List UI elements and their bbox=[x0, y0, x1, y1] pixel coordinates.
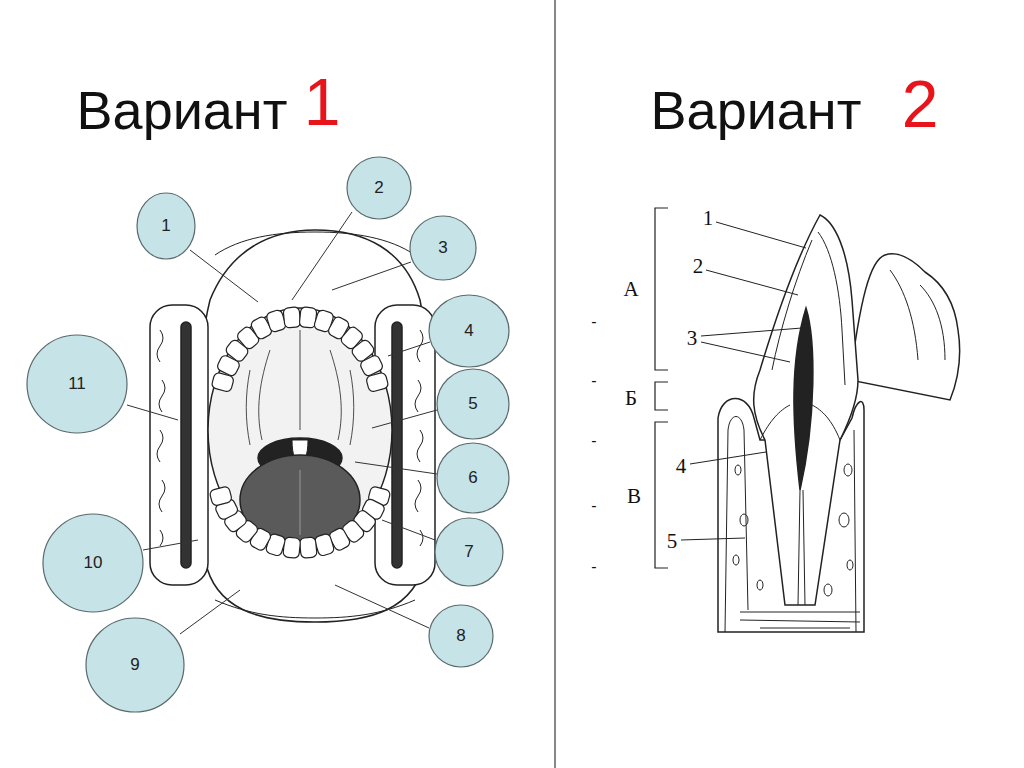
tooth bbox=[209, 486, 232, 507]
tooth bbox=[366, 372, 389, 393]
section-letter: А bbox=[623, 279, 638, 300]
circle-shape bbox=[86, 618, 184, 712]
callout-circle: 1 bbox=[136, 192, 196, 260]
tooth-leader-lines bbox=[681, 222, 806, 540]
callout-number: 4 bbox=[464, 321, 473, 341]
callout-number: 3 bbox=[438, 238, 447, 258]
callout-number: 10 bbox=[84, 553, 103, 573]
part-number: 3 bbox=[687, 328, 698, 349]
section-letter: В bbox=[627, 486, 641, 507]
callout-circle: 3 bbox=[409, 215, 477, 281]
circle-shape bbox=[27, 335, 127, 433]
divider-line bbox=[555, 0, 556, 768]
section-letter: Б bbox=[625, 388, 637, 409]
callout-number: 7 bbox=[464, 542, 473, 562]
tick-mark: - bbox=[591, 559, 596, 575]
variant-heading: Вариант bbox=[651, 83, 862, 137]
callout-number: 6 bbox=[468, 468, 477, 488]
teeth bbox=[209, 307, 391, 559]
callout-number: 5 bbox=[468, 394, 477, 414]
tooth bbox=[283, 307, 301, 329]
variant-heading: Вариант bbox=[77, 83, 288, 137]
callout-circle: 6 bbox=[436, 442, 510, 514]
tooth bbox=[299, 537, 317, 559]
callout-circle: 9 bbox=[85, 617, 185, 713]
mouth-illustration bbox=[150, 230, 435, 622]
circle-shape bbox=[410, 216, 476, 280]
circle-shape bbox=[347, 157, 411, 219]
callout-number: 2 bbox=[374, 178, 383, 198]
tick-mark: - bbox=[591, 314, 596, 330]
callout-number: 11 bbox=[68, 374, 86, 394]
part-number: 1 bbox=[703, 208, 714, 229]
circle-shape bbox=[437, 369, 509, 439]
part-number: 4 bbox=[676, 456, 687, 477]
tick-mark: - bbox=[591, 498, 596, 514]
tick-mark: - bbox=[591, 433, 596, 449]
callout-circle: 10 bbox=[42, 513, 144, 613]
circle-shape bbox=[429, 605, 493, 667]
circle-shape bbox=[437, 443, 509, 513]
callout-circle: 5 bbox=[436, 368, 510, 440]
circle-shape bbox=[435, 518, 503, 586]
callout-circle: 4 bbox=[428, 294, 510, 368]
tick-mark: - bbox=[591, 373, 596, 389]
brackets bbox=[655, 208, 668, 568]
leader-lines bbox=[127, 212, 437, 634]
callout-circle: 7 bbox=[434, 517, 504, 587]
callout-circle: 11 bbox=[26, 334, 128, 434]
callout-circle: 2 bbox=[346, 156, 412, 220]
callout-number: 9 bbox=[130, 655, 139, 675]
part-number: 2 bbox=[693, 256, 704, 277]
circle-shape bbox=[43, 514, 143, 612]
tooth-section bbox=[718, 215, 960, 632]
callout-circle: 8 bbox=[428, 604, 494, 668]
callout-number: 1 bbox=[161, 216, 170, 236]
variant-number: 2 bbox=[902, 71, 939, 137]
variant-number: 1 bbox=[304, 69, 341, 135]
circle-shape bbox=[137, 193, 195, 259]
callout-number: 8 bbox=[456, 626, 465, 646]
part-number: 5 bbox=[667, 531, 678, 552]
circle-shape bbox=[429, 295, 509, 367]
